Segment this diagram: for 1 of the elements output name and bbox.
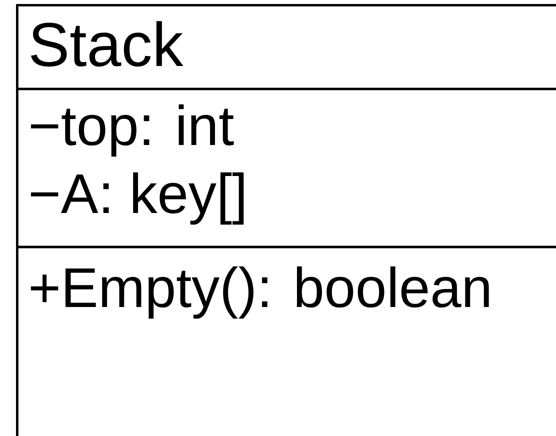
class-box: Stack −top: int −A: key[] +Empty(): boolean — [16, 4, 556, 436]
